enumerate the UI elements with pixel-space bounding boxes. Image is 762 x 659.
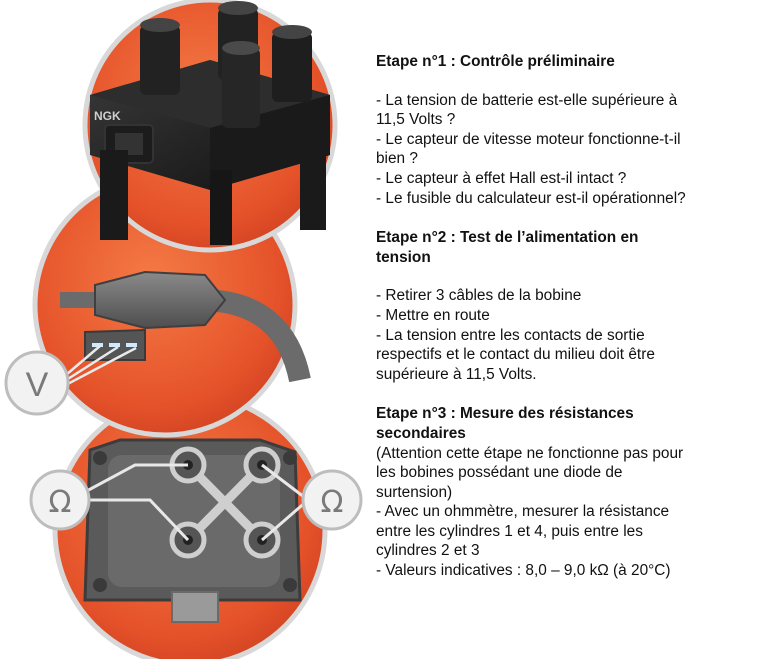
ngk-logo: NGK	[94, 109, 121, 123]
step-3-title: secondaires	[376, 424, 466, 442]
step-2-line: - La tension entre les contacts de sorti…	[376, 326, 645, 344]
step-3-line: les bobines possédant une diode de	[376, 464, 623, 482]
step-1-line: - Le capteur à effet Hall est-il intact …	[376, 169, 627, 187]
ohmmeter-icon-left: Ω	[29, 469, 91, 531]
step-2-title: tension	[376, 248, 431, 266]
step-1-line: - Le capteur de vitesse moteur fonctionn…	[376, 130, 681, 148]
step-1-line: 11,5 Volts ?	[376, 111, 456, 129]
ignition-coil-illustration: NGK V Ω Ω	[4, 0, 363, 659]
step-2-line: - Retirer 3 câbles de la bobine	[376, 287, 582, 305]
step-3-line: cylindres 2 et 3	[376, 542, 480, 560]
step-2-line: - Mettre en route	[376, 306, 490, 324]
ignition-coil-icon: NGK	[90, 1, 330, 245]
step-1: Etape n°1 : Contrôle préliminaire - La t…	[376, 52, 760, 208]
step-2-line: respectifs et le contact du milieu doit …	[376, 346, 655, 364]
step-1-line: bien ?	[376, 150, 418, 168]
ohmmeter-icon-right: Ω	[301, 469, 363, 531]
step-3-line: surtension)	[376, 483, 453, 501]
voltmeter-icon: V	[4, 350, 70, 416]
step-3-line: - Avec un ohmmètre, mesurer la résistanc…	[376, 503, 670, 521]
instructions-column: Etape n°1 : Contrôle préliminaire - La t…	[376, 52, 760, 581]
step-1-line: - La tension de batterie est-elle supéri…	[376, 91, 678, 109]
voltmeter-symbol: V	[26, 366, 49, 404]
step-3-line: - Valeurs indicatives : 8,0 – 9,0 kΩ (à …	[376, 562, 671, 580]
ohm-probe-wires	[69, 463, 309, 542]
step-2-title: Etape n°2 : Test de l’alimentation en	[376, 229, 639, 247]
step-3: Etape n°3 : Mesure des résistances secon…	[376, 404, 760, 580]
step-3-title: Etape n°3 : Mesure des résistances	[376, 405, 634, 423]
ohm-symbol-right: Ω	[321, 485, 344, 520]
step-2-line: supérieure à 11,5 Volts.	[376, 365, 537, 383]
step-3-line: entre les cylindres 1 et 4, puis entre l…	[376, 522, 643, 540]
ohm-symbol-left: Ω	[49, 485, 72, 520]
base-view-circle	[52, 392, 328, 659]
step-2: Etape n°2 : Test de l’alimentation en te…	[376, 228, 760, 384]
step-1-line: - Le fusible du calculateur est-il opéra…	[376, 189, 686, 207]
step-1-title: Etape n°1 : Contrôle préliminaire	[376, 53, 615, 70]
coil-view-circle: NGK	[82, 0, 338, 253]
step-3-line: (Attention cette étape ne fonctionne pas…	[376, 444, 684, 462]
